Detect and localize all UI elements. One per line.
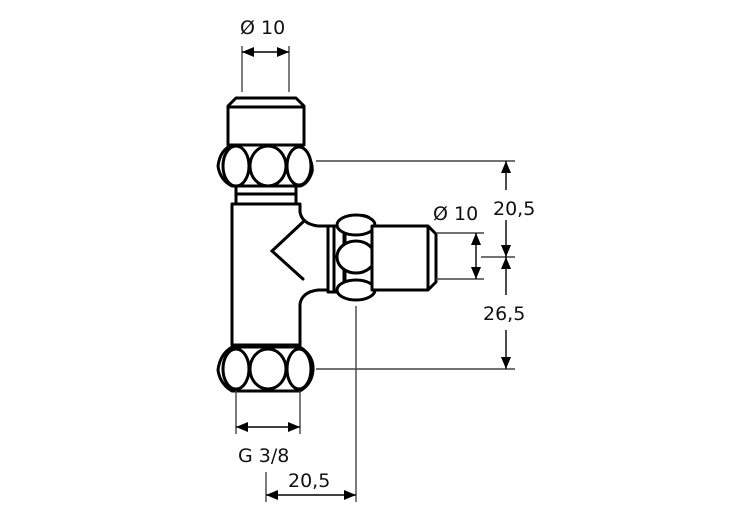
offset-dimension: 20,5 xyxy=(265,306,357,502)
offset-label: 20,5 xyxy=(288,470,330,492)
top-diameter-label: Ø 10 xyxy=(240,17,285,39)
thread-label: G 3/8 xyxy=(238,445,289,467)
top-neck xyxy=(234,184,298,206)
upper-height-label: 20,5 xyxy=(493,198,535,220)
side-pipe-stub xyxy=(370,224,438,292)
thread-dimension: G 3/8 xyxy=(235,391,301,467)
side-diameter-dimension: Ø 10 xyxy=(433,203,484,280)
top-pipe-stub xyxy=(226,96,306,147)
lower-height-label: 26,5 xyxy=(483,303,525,325)
top-diameter-dimension: Ø 10 xyxy=(240,17,290,92)
height-dimensions: 20,5 26,5 xyxy=(316,160,535,370)
tee-body xyxy=(230,202,332,347)
top-nut xyxy=(216,143,314,188)
side-nut xyxy=(335,213,377,302)
bottom-nut xyxy=(216,345,315,393)
side-diameter-label: Ø 10 xyxy=(433,203,478,225)
